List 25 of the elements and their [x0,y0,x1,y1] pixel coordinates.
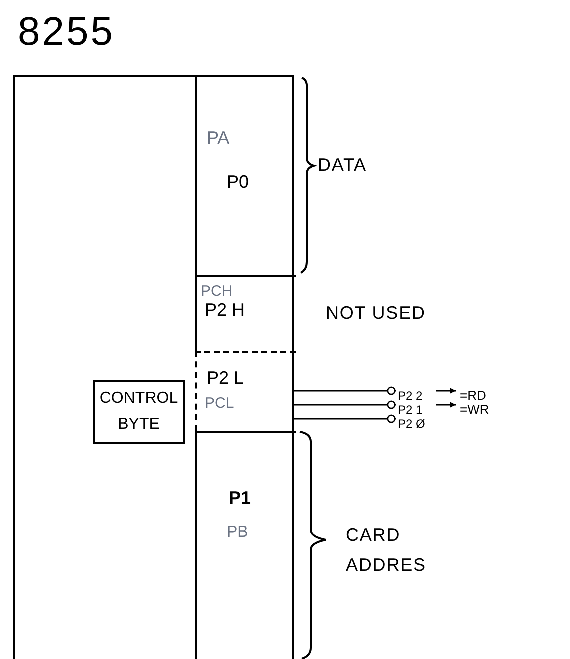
port-section [195,351,296,431]
wire [294,386,396,396]
port-alias: PB [227,523,248,543]
arrow [436,388,456,394]
port-alias: PA [207,127,230,150]
port-name: P2 L [207,367,244,390]
annotation: NOT USED [326,302,426,325]
annotation: CARD ADDRES [346,524,428,577]
chip-outline [13,75,294,659]
register-box [93,380,185,444]
arrow [436,402,456,408]
port-name: P2 H [205,299,246,322]
signal-label: =RD [460,384,500,398]
port-alias: PCL [205,394,234,414]
port-section [195,275,296,351]
wire [294,400,396,410]
port-section [195,431,296,659]
wire [294,414,396,424]
port-name: P1 [229,487,252,510]
port-alias: PCH [201,282,233,302]
register-label: CONTROL BYTE [98,389,180,435]
annotation: DATA [318,154,367,177]
pin-label: P2 2 [398,384,434,398]
port-name: P0 [227,171,250,194]
chip-title: 8255 [18,9,115,56]
